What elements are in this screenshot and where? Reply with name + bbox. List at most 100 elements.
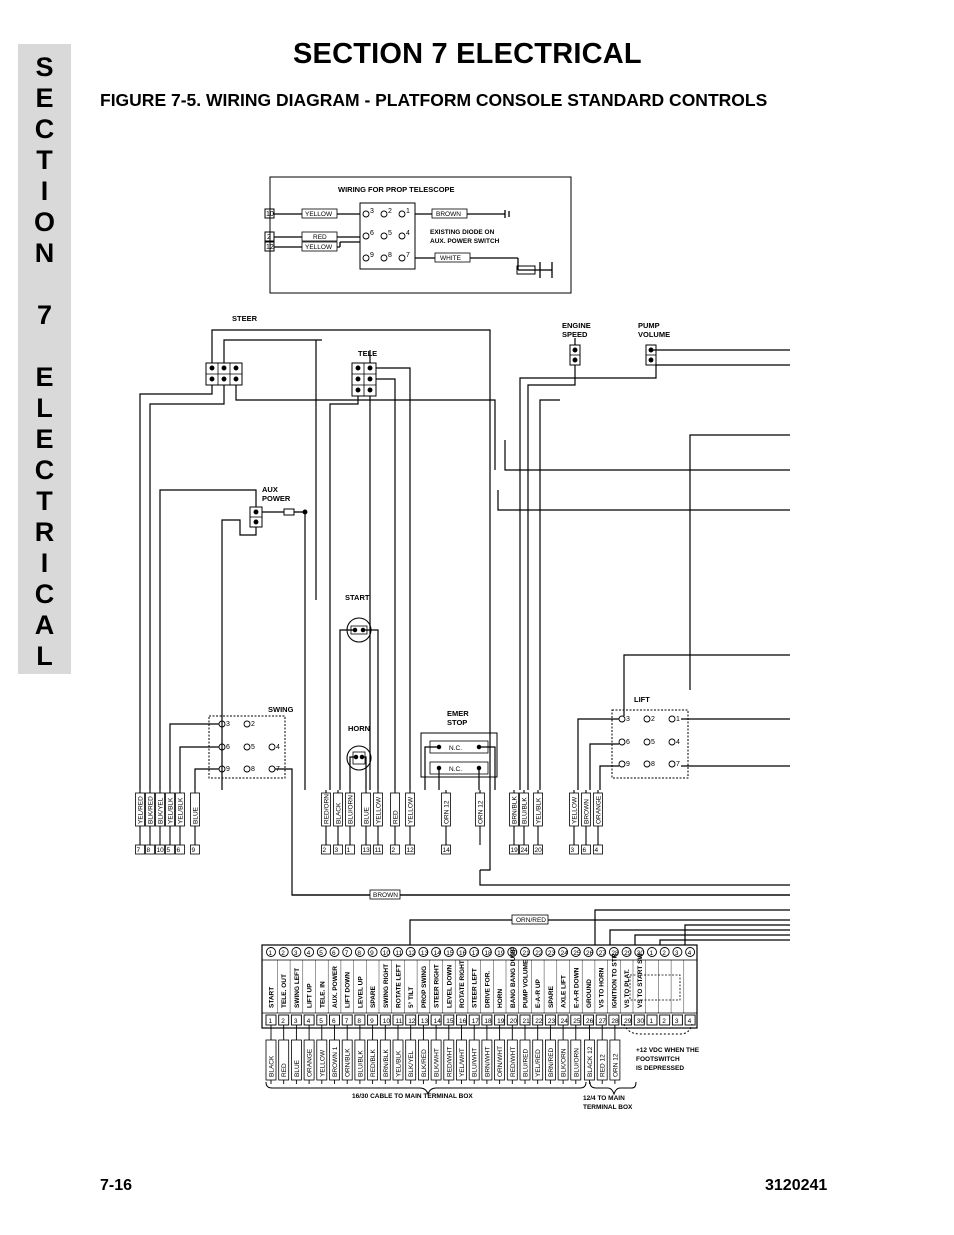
terminal-screw <box>291 947 302 957</box>
terminal-number: 17 <box>472 1018 480 1025</box>
wire-tag <box>361 792 371 827</box>
terminal-number: 23 <box>548 1018 556 1025</box>
terminal-screw <box>266 947 276 957</box>
terminal-screw <box>672 947 683 957</box>
terminal-function: AUX. POWER <box>332 966 339 1008</box>
terminal-function: HORN <box>497 989 504 1008</box>
emer-nc-1: N.C. <box>449 745 462 752</box>
terminal-box <box>190 844 200 855</box>
terminal-number: 25 <box>573 1018 581 1025</box>
switch-pin <box>380 254 388 262</box>
terminal-number: 15 <box>446 1018 454 1025</box>
terminal-screw <box>570 947 581 957</box>
switch-pin <box>618 715 626 723</box>
terminal-box <box>155 844 165 855</box>
terminal-function: TELE. OUT <box>281 974 288 1008</box>
cable-color-label: RED 12 <box>600 1054 607 1077</box>
terminal-number: 18 <box>484 1018 492 1025</box>
terminal-number: 11 <box>375 847 382 854</box>
footswitch-note-2: FOOTSWITCH <box>636 1056 680 1063</box>
pin-number: 3 <box>626 716 630 723</box>
cable-color-label: BLU/RED <box>523 1049 530 1077</box>
terminal-number: 2 <box>392 847 396 854</box>
terminal-function: STEER RIGHT <box>434 964 441 1008</box>
cable-color-label: BLK/RED <box>421 1049 428 1077</box>
terminal-function: LEVEL DOWN <box>446 964 453 1008</box>
terminal-box <box>345 844 355 855</box>
wire-tag-label: BLU/BLK <box>522 797 529 824</box>
terminal-box <box>405 844 415 855</box>
wire-tag-label: YELLOW <box>408 796 415 824</box>
engine-speed-label-1: ENGINE <box>562 321 591 330</box>
cable-color-label: BLUE <box>294 1059 301 1077</box>
pin-number: 9 <box>370 252 374 259</box>
wire-tag <box>190 792 200 827</box>
terminal-screw <box>481 947 492 957</box>
pin-number: 4 <box>406 230 410 237</box>
cable-color-label: BLU/WHT <box>472 1048 479 1077</box>
terminal-box <box>519 844 529 855</box>
terminal-number: 14 <box>434 1018 442 1025</box>
terminal-screw <box>596 947 607 957</box>
terminal-function: AXLE LIFT <box>561 975 568 1008</box>
cable-color-label: YEL/WHT <box>459 1048 466 1077</box>
switch-pin <box>243 720 251 728</box>
cable-color-label: ORN/WHT <box>497 1046 504 1077</box>
switch-pin <box>362 210 370 218</box>
cable-color-label: BROWN 1 <box>332 1046 339 1077</box>
terminal-box <box>175 844 185 855</box>
wire-tag-label: YELLOW <box>376 796 383 824</box>
terminal-screw <box>367 947 378 957</box>
terminal-number: 4 <box>688 1018 692 1025</box>
pin-number: 8 <box>388 252 392 259</box>
prop-box-note-1: EXISTING DIODE ON <box>430 229 495 236</box>
cable-color-label: BLK/YEL <box>408 1050 415 1077</box>
terminal-number: 10 <box>157 847 165 854</box>
pump-volume-label-2: VOLUME <box>638 330 670 339</box>
pin-number: 6 <box>226 744 230 751</box>
wire-tag-label: YEL/RED <box>138 796 145 824</box>
switch-pin <box>243 765 251 773</box>
terminal-number: 29 <box>624 1018 632 1025</box>
cable-color-label: YELLOW <box>319 1049 326 1077</box>
terminal-screw <box>469 947 480 957</box>
terminal-number: 9 <box>370 950 374 957</box>
switch-pin <box>380 232 388 240</box>
tele-label: TELE <box>358 349 377 358</box>
terminal-screw <box>608 1014 620 1026</box>
terminal-number: 5 <box>167 847 171 854</box>
terminal-screw <box>646 1014 658 1026</box>
wire-tag <box>373 792 383 827</box>
wire-tag-label: BROWN <box>584 799 591 824</box>
terminal-number: 29 <box>624 950 632 957</box>
switch-pin <box>618 760 626 768</box>
terminal-number: 4 <box>307 950 311 957</box>
brown-wire-tag: BROWN <box>373 892 398 899</box>
steer-label: STEER <box>232 314 258 323</box>
terminal-number: 21 <box>523 1018 531 1025</box>
terminal-number: 10 <box>383 950 391 957</box>
terminal-function: PROP SWING <box>421 966 428 1008</box>
terminal-screw <box>431 947 442 957</box>
terminal-number: 12 <box>407 847 415 854</box>
prop-terminal-1: 10 <box>266 211 274 218</box>
terminal-number: 30 <box>637 950 645 957</box>
terminal-number: 6 <box>332 950 336 957</box>
terminal-number: 18 <box>484 950 492 957</box>
pin-number: 5 <box>251 744 255 751</box>
terminal-number: 22 <box>535 1018 543 1025</box>
terminal-number: 9 <box>192 847 196 854</box>
terminal-screw <box>583 1014 594 1026</box>
terminal-screw <box>558 947 569 957</box>
wire-tag <box>593 792 603 827</box>
terminal-number: 3 <box>335 847 339 854</box>
switch-pin <box>643 738 651 746</box>
pin-number: 8 <box>651 761 655 768</box>
terminal-number: 13 <box>421 1018 429 1025</box>
terminal-number: 3 <box>675 1018 679 1025</box>
terminal-number: 1 <box>650 950 654 957</box>
terminal-number: 16 <box>459 950 467 957</box>
section-tab-letter: E <box>35 424 54 454</box>
terminal-number: 12 <box>408 950 416 957</box>
